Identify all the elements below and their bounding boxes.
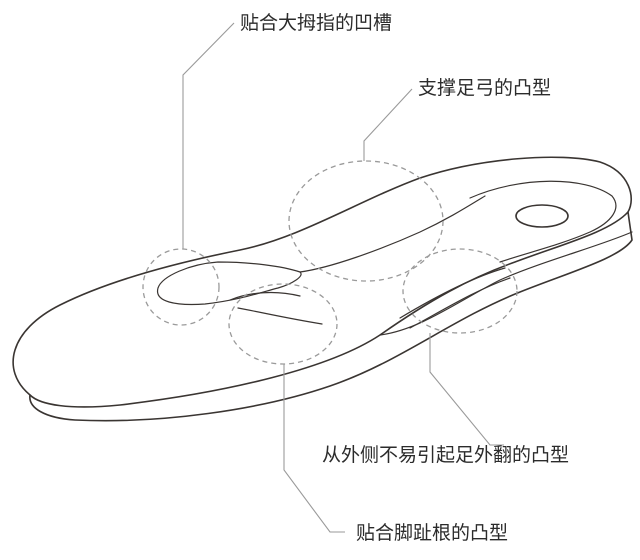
insole-bottom-edge <box>29 211 633 422</box>
leader-toe-base <box>283 364 345 533</box>
toe-base-ridge <box>237 307 323 325</box>
outer-ridge-2 <box>409 277 511 329</box>
arch-ridge <box>299 195 486 273</box>
toe-groove-highlight <box>142 248 220 326</box>
arch-highlight <box>288 160 444 282</box>
label-arch-support: 支撑足弓的凸型 <box>418 77 552 99</box>
insole-top-outline <box>12 156 632 408</box>
outer-edge-highlight <box>402 248 518 334</box>
leader-toe-groove <box>182 22 235 249</box>
label-toe-groove: 贴合大拇指的凹槽 <box>240 12 393 34</box>
label-anti-eversion: 从外侧不易引起足外翻的凸型 <box>322 444 570 466</box>
leader-arch <box>363 88 413 161</box>
leader-outer-edge <box>429 333 504 446</box>
toe-base-highlight <box>228 283 338 365</box>
toe-base-ridge-2 <box>229 291 301 301</box>
insole-edge-side <box>379 231 633 336</box>
heel-dimple <box>515 204 569 228</box>
big-toe-groove <box>157 261 302 306</box>
heel-cup-rim <box>469 180 617 263</box>
label-toe-base: 贴合脚趾根的凸型 <box>356 522 509 544</box>
outer-ridge-1 <box>399 267 506 319</box>
